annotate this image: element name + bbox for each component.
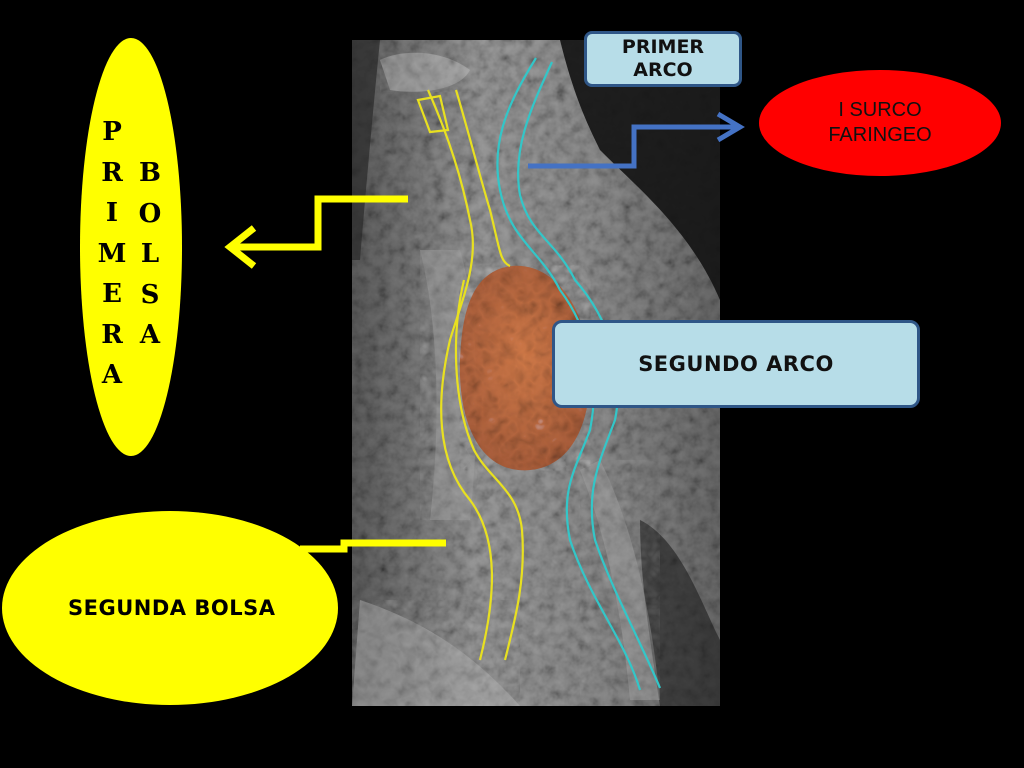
segunda-bolsa-label: SEGUNDA BOLSA: [2, 511, 338, 705]
i-surco-line2: FARINGEO: [828, 124, 932, 146]
primera-letter: I: [105, 198, 119, 228]
bolsa-letters-column: B O L S A: [136, 153, 164, 356]
bolsa-letter: O: [138, 198, 162, 229]
primera-letters-column: P R I M E R A: [97, 112, 127, 396]
i-surco-arrow: [528, 111, 745, 169]
primera-letter: A: [101, 360, 123, 390]
i-surco-faringeo-label: I SURCO FARINGEO: [759, 70, 1001, 176]
bolsa-letter: B: [139, 158, 161, 188]
segunda-bolsa-connector: [300, 539, 446, 553]
primera-letter: R: [101, 319, 123, 350]
primer-arco-line2: ARCO: [633, 59, 693, 81]
primer-arco-line1: PRIMER: [621, 36, 705, 58]
primera-bolsa-label: [80, 38, 182, 456]
bolsa-letter: S: [140, 279, 160, 310]
i-surco-line1: I SURCO: [838, 99, 922, 121]
segundo-arco-text: SEGUNDO ARCO: [638, 352, 834, 376]
bolsa-letter: A: [139, 320, 161, 350]
yellow-outline: [416, 89, 524, 661]
primera-letter: M: [97, 238, 127, 269]
primera-bolsa-arrow: [224, 195, 408, 269]
bolsa-letter: L: [140, 239, 160, 269]
segundo-arco-region: [459, 265, 591, 471]
primer-arco-label: PRIMER ARCO: [584, 31, 742, 87]
segunda-bolsa-text: SEGUNDA BOLSA: [68, 596, 276, 620]
segundo-arco-label: SEGUNDO ARCO: [552, 320, 920, 408]
primera-letter: E: [102, 279, 122, 309]
primera-letter: P: [102, 117, 122, 147]
primera-letter: R: [101, 157, 123, 188]
